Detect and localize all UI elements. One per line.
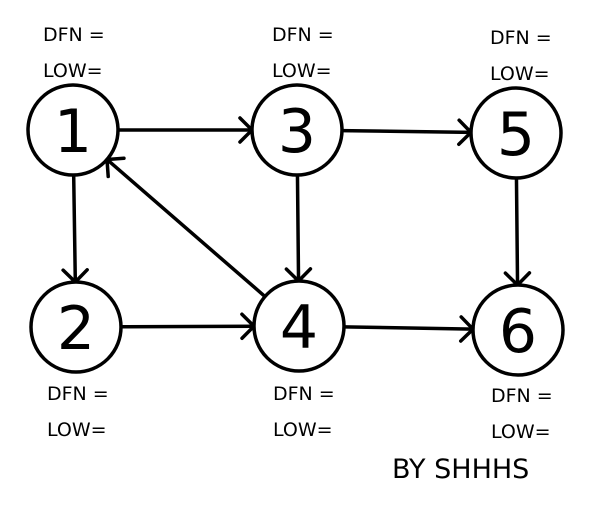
node-6-dfn-label: DFN = — [491, 385, 553, 407]
node-2-low-label: LOW= — [47, 419, 107, 441]
edge-1-to-2 — [71, 173, 78, 284]
node-4-label: 4 — [280, 293, 318, 363]
node-3-low-label: LOW= — [272, 60, 332, 82]
node-5-low-label: LOW= — [490, 63, 550, 85]
node-6-low-label: LOW= — [491, 421, 551, 443]
node-1-low-label: LOW= — [43, 60, 103, 82]
node-4-dfn-label: DFN = — [273, 383, 335, 405]
edge-3-to-4 — [295, 173, 301, 283]
node-4-low-label: LOW= — [273, 419, 333, 441]
edge-3-to-5 — [340, 128, 473, 135]
node-5-circle — [469, 86, 563, 180]
credit-text: BY SHHHS — [392, 454, 529, 485]
node-5-label: 5 — [497, 100, 535, 170]
node-3-label: 3 — [278, 97, 316, 167]
nodes-group: 1 3 5 2 4 6 — [26, 83, 565, 377]
node-2-dfn-label: DFN = — [47, 383, 109, 405]
edge-5-to-6 — [514, 176, 520, 287]
node-5-dfn-label: DFN = — [490, 27, 552, 49]
edge-4-to-1 — [105, 157, 267, 299]
node-4-circle — [252, 279, 346, 373]
node-1-circle — [26, 83, 120, 177]
node-1-label: 1 — [54, 97, 92, 167]
edge-4-to-6 — [342, 325, 475, 331]
node-3-dfn-label: DFN = — [272, 24, 334, 46]
node-6-circle — [471, 283, 565, 377]
annotations-group: DFN = LOW= DFN = LOW= DFN = LOW= DFN = LOW= DFN … — [43, 24, 553, 443]
node-1-dfn-label: DFN = — [43, 24, 105, 46]
node-3-circle — [250, 83, 344, 177]
edge-2-to-4 — [119, 324, 256, 329]
node-2-label: 2 — [57, 294, 95, 364]
node-2-circle — [29, 280, 123, 374]
node-6-label: 6 — [499, 297, 537, 367]
